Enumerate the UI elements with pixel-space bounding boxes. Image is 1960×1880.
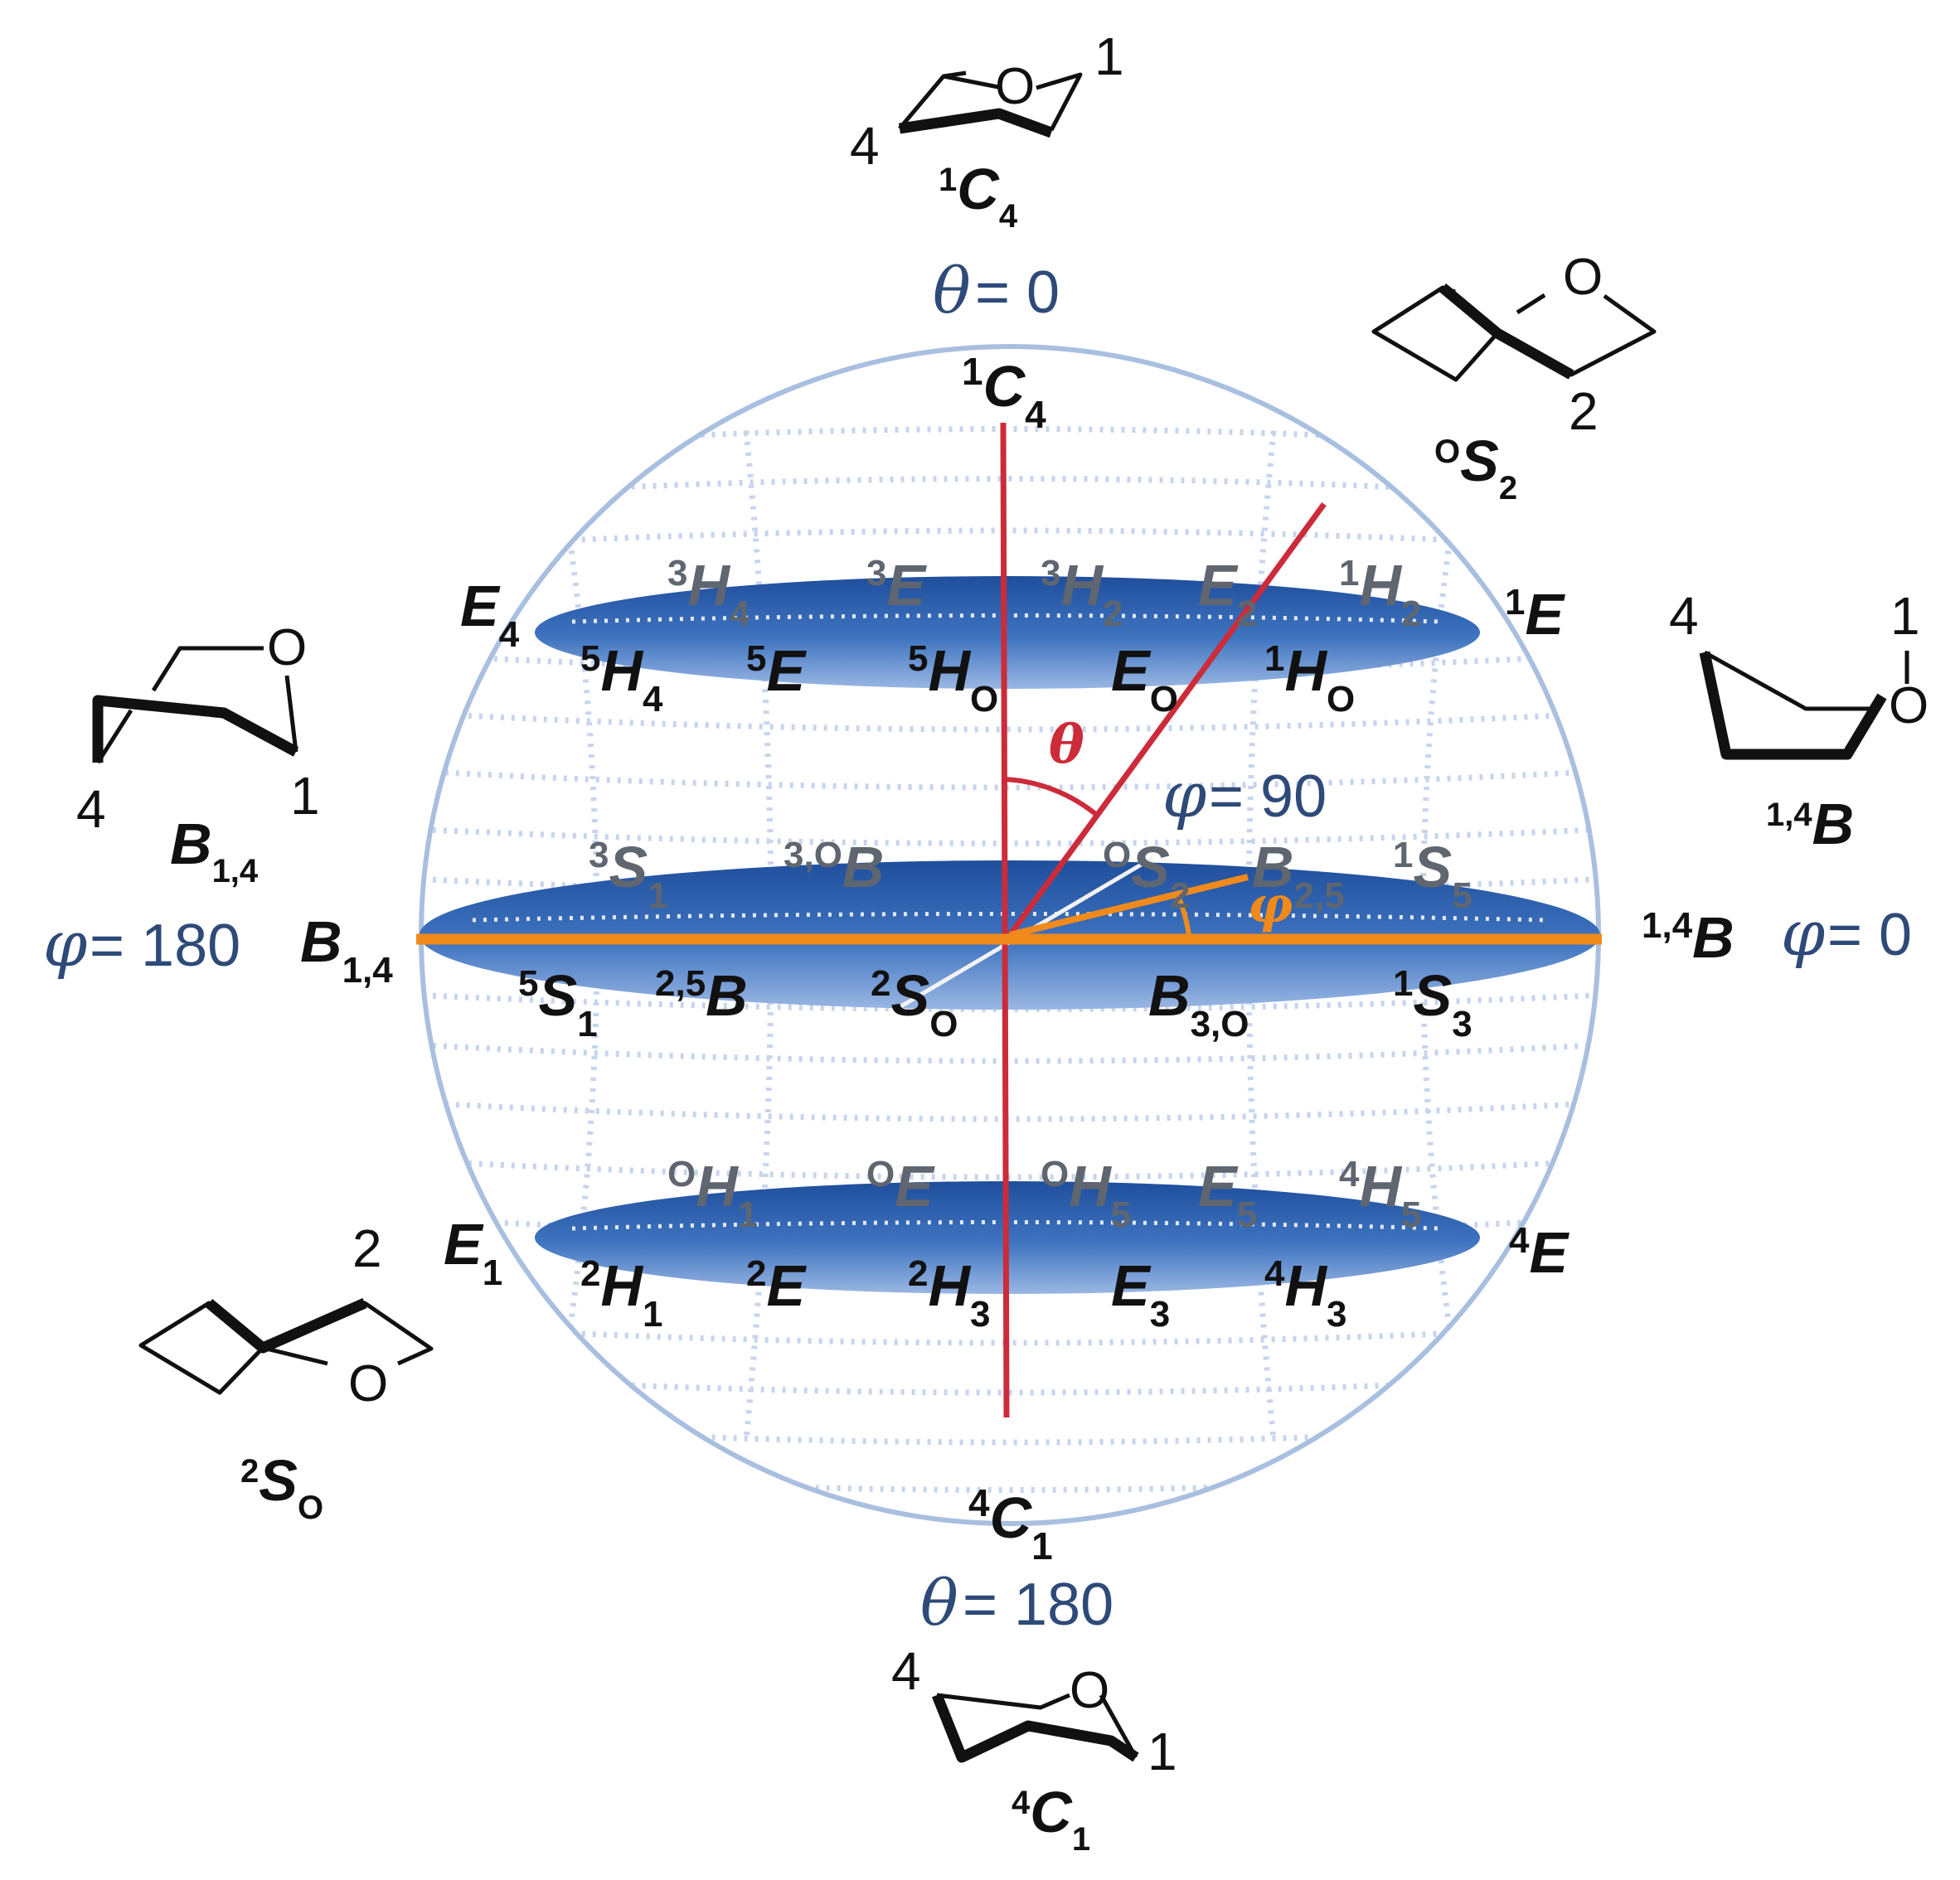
- svg-text:= 90: = 90: [1209, 763, 1327, 830]
- conformation-labels: 3H4 3E 3H2 E2 1H2 5H4 5E 5HO EO 1HO E4 1E 3S1 3,OB OS2…: [300, 350, 1734, 1567]
- pole-top-label: 1C4: [962, 350, 1046, 436]
- lower_ring-front-label: 2E: [746, 1253, 807, 1319]
- upper_ring-left-end-label: E4: [460, 574, 520, 655]
- theta-axis: [1000, 422, 1010, 1418]
- structure-right-label: 1,4B: [1766, 792, 1854, 856]
- svg-text:φ: φ: [1162, 758, 1206, 831]
- structure-left-num-a: 4: [76, 779, 106, 839]
- upper_ring-right-end-label: 1E: [1505, 582, 1565, 647]
- structure-upper-right-ring-o: O: [1563, 249, 1603, 306]
- lower_ring-back-label: OH1: [667, 1154, 758, 1235]
- structure-top-chair: [898, 70, 1083, 138]
- lower_ring-front-label: 4H3: [1264, 1253, 1347, 1335]
- upper_ring-front-label: 1HO: [1264, 638, 1355, 720]
- structure-left-boat: [92, 646, 299, 764]
- upper_ring-front-label: EO: [1111, 638, 1178, 720]
- svg-text:= 180: = 180: [90, 913, 240, 979]
- structure-lower-left-label: 2SO: [240, 1448, 323, 1526]
- upper_ring-front-label: 5H4: [580, 638, 663, 720]
- phi-ray: [1009, 874, 1249, 938]
- equator-back-label: 3S1: [589, 835, 668, 916]
- phi-mid-annotation: φ = 90: [1162, 758, 1327, 831]
- equator-back-label: B2,5: [1252, 835, 1345, 916]
- rotated-axis: [1007, 501, 1327, 938]
- lower_ring-right-end-label: 4E: [1509, 1220, 1569, 1286]
- lower_ring-front-label: 2H1: [580, 1253, 663, 1335]
- structure-right-boat: [1699, 650, 1909, 760]
- structure-right-num-b: 1: [1890, 586, 1920, 646]
- lower_ring-front-label: E3: [1111, 1253, 1170, 1335]
- theta-bottom-annotation: θ = 180: [920, 1566, 1113, 1640]
- structure-left-num-b: 1: [290, 766, 320, 826]
- equator-front-label: 1S3: [1393, 963, 1472, 1044]
- lower_ring-back-label: OH5: [1041, 1154, 1131, 1235]
- structure-right-num-a: 4: [1669, 586, 1699, 646]
- structure-top-num-a: 4: [850, 116, 880, 176]
- upper_ring-back-label: 3H2: [1041, 553, 1123, 634]
- svg-text:φ: φ: [43, 907, 87, 981]
- structure-upper-right-skew: [1371, 283, 1657, 382]
- structure-right-ring-o: O: [1889, 677, 1928, 734]
- equator-front-label: 2,5B: [655, 963, 748, 1029]
- equator-front-label: 5S1: [518, 963, 598, 1044]
- upper_ring-back-label: 3E: [866, 553, 927, 618]
- structure-bottom-label: 4C1: [1012, 1780, 1090, 1858]
- upper_ring-back-label: 1H2: [1339, 553, 1422, 634]
- equator-right-end-label: 1,4B: [1642, 905, 1734, 971]
- structure-left-ring-o: O: [267, 619, 307, 676]
- equator-back-label: OS2: [1103, 835, 1190, 916]
- structure-top-num-b: 1: [1094, 27, 1124, 86]
- structure-bottom-num-b: 1: [1147, 1722, 1177, 1781]
- equator-back-label: 3,OB: [784, 835, 884, 900]
- structure-lower-left-skew: [138, 1298, 434, 1395]
- theta-arc: [1002, 777, 1100, 819]
- structure-lower-left-num-a: 2: [352, 1219, 382, 1278]
- structure-upper-right-label: OS2: [1434, 429, 1517, 506]
- structure-left-label: B1,4: [170, 812, 259, 889]
- lower_ring-front-label: 2H3: [908, 1253, 991, 1335]
- lower_ring-left-end-label: E1: [444, 1212, 502, 1293]
- structure-bottom-num-a: 4: [891, 1641, 921, 1701]
- structure-bottom-ring-o: O: [1070, 1662, 1109, 1719]
- upper_ring-front-label: 5HO: [908, 638, 998, 720]
- structure-lower-left-ring-o: O: [348, 1355, 388, 1412]
- svg-text:= 0: = 0: [1827, 902, 1912, 968]
- phi-arc: [1175, 892, 1191, 936]
- upper_ring-back-label: 3H4: [667, 553, 750, 634]
- structure-top-label: 1C4: [939, 157, 1018, 235]
- structure-upper-right-num-a: 2: [1569, 381, 1599, 441]
- svg-text:θ: θ: [933, 254, 971, 327]
- lower_ring-back-label: OE: [866, 1154, 935, 1219]
- phi-left-annotation: φ = 180: [43, 907, 240, 981]
- theta-top-annotation: θ = 0: [933, 254, 1060, 327]
- svg-text:= 180: = 180: [963, 1572, 1113, 1638]
- pole-bottom-label: 4C1: [968, 1481, 1053, 1567]
- equator-front-label: B3,O: [1148, 963, 1249, 1044]
- svg-text:φ: φ: [1781, 896, 1825, 970]
- upper_ring-back-label: E2: [1198, 553, 1257, 634]
- lower_ring-back-label: 4H5: [1339, 1154, 1422, 1235]
- phi-marker: φ: [1248, 876, 1293, 934]
- structure-top-ring-o: O: [995, 58, 1035, 115]
- upper_ring-front-label: 5E: [746, 638, 807, 704]
- upper-band: [535, 576, 1480, 689]
- phi-right-annotation: φ = 0: [1781, 896, 1912, 970]
- lower_ring-back-label: E5: [1198, 1154, 1257, 1235]
- svg-text:θ: θ: [920, 1566, 958, 1640]
- theta-marker: θ: [1049, 714, 1084, 776]
- svg-text:= 0: = 0: [975, 259, 1060, 326]
- equator-left-end-label: B1,4: [300, 909, 393, 991]
- structure-bottom-chair: [931, 1693, 1139, 1763]
- equator-front-label: 2SO: [871, 963, 958, 1044]
- equator-back-label: 1S5: [1393, 835, 1472, 916]
